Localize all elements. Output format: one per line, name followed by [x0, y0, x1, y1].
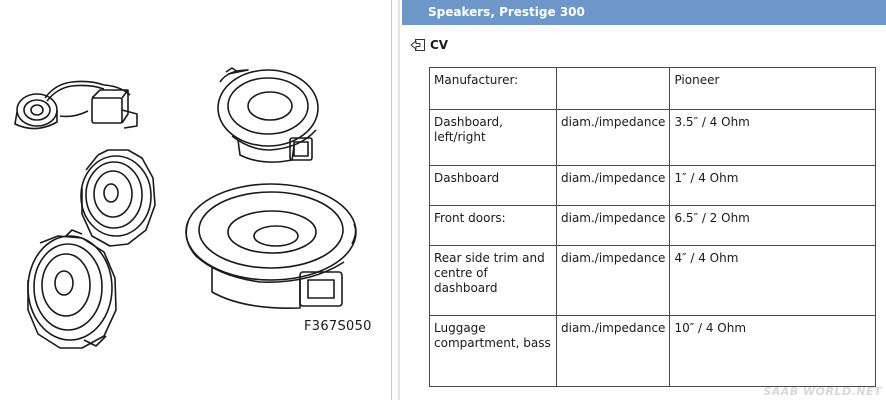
cell-location: Dashboard, left/right: [429, 109, 557, 166]
table-row: Manufacturer: Pioneer: [429, 67, 877, 110]
cell-location: Front doors:: [429, 205, 557, 246]
cell-value: 3.5″ / 4 Ohm: [669, 109, 877, 166]
content-pane: Speakers, Prestige 300 CV Manufacturer: P…: [402, 0, 886, 400]
cell-parameter: diam./impedance: [555, 165, 671, 206]
cell-value: 4″ / 4 Ohm: [669, 245, 877, 316]
oval-bass-speaker-drawing: [185, 183, 357, 309]
figure-code: F367S050: [304, 319, 372, 334]
cell-parameter: diam./impedance: [555, 315, 671, 387]
section-header[interactable]: CV: [410, 37, 448, 53]
tweeter-with-cable-drawing: [14, 80, 138, 130]
cell-location: Luggage compartment, bass: [429, 315, 557, 387]
small-speaker-drawing: [80, 149, 156, 247]
back-arrow-icon[interactable]: [410, 38, 426, 52]
speakers-illustration: [14, 67, 357, 349]
section-label: CV: [430, 38, 449, 52]
cell-location: Dashboard: [429, 165, 557, 206]
cell-location: Manufacturer:: [429, 67, 557, 110]
cell-value: Pioneer: [669, 67, 877, 110]
round-speaker-drawing: [217, 67, 319, 163]
cell-parameter: [555, 67, 671, 110]
page-title: Speakers, Prestige 300: [428, 5, 585, 19]
cell-parameter: diam./impedance: [555, 109, 671, 166]
watermark: SAAB WORLD.NET: [763, 385, 882, 398]
medium-speaker-drawing: [27, 229, 117, 349]
illustration-pane: F367S050: [0, 0, 392, 400]
cell-location: Rear side trim and centre of dashboard: [429, 245, 557, 316]
cell-parameter: diam./impedance: [555, 245, 671, 316]
cell-value: 10″ / 4 Ohm: [669, 315, 877, 387]
cell-value: 6.5″ / 2 Ohm: [669, 205, 877, 246]
pane-divider: [398, 0, 400, 400]
cell-parameter: diam./impedance: [555, 205, 671, 246]
page-title-bar: Speakers, Prestige 300: [402, 0, 886, 25]
cell-value: 1″ / 4 Ohm: [669, 165, 877, 206]
